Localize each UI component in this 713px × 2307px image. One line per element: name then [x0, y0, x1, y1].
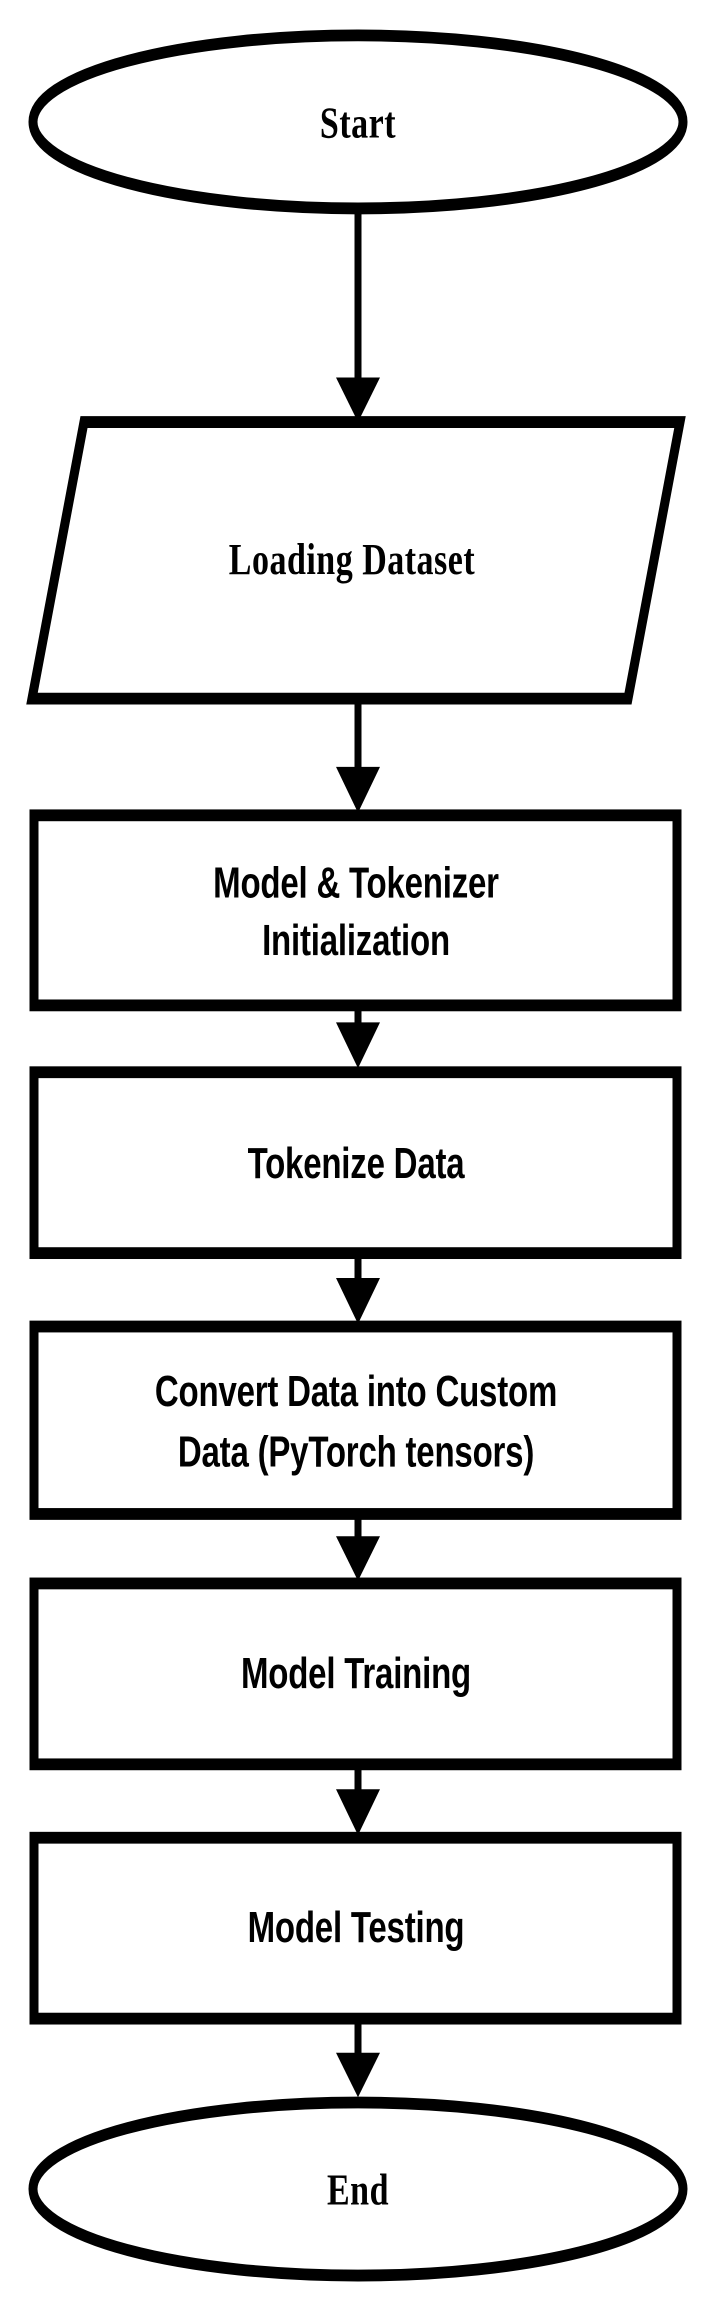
arrowhead-icon [336, 2052, 380, 2098]
model-testing-label: Model Testing [248, 1904, 465, 1952]
convert-data-label-line2: Data (PyTorch tensors) [178, 1428, 534, 1476]
arrowhead-icon [336, 766, 380, 813]
model-training-label: Model Training [241, 1650, 471, 1698]
node-start[interactable]: Start [28, 29, 688, 215]
arrowhead-icon [336, 1536, 380, 1581]
edge-model-testing-to-end [336, 2018, 380, 2098]
edge-tokenize-data-to-convert-data [336, 1253, 380, 1324]
arrowhead-icon [336, 1022, 380, 1069]
edge-model-tokenizer-initialization-to-tokenize-data [336, 1005, 380, 1069]
node-loading-dataset[interactable]: Loading Dataset [26, 416, 686, 705]
arrowhead-icon [336, 1278, 380, 1324]
node-convert-data[interactable]: Convert Data into Custom Data (PyTorch t… [29, 1320, 682, 1520]
node-tokenize-data[interactable]: Tokenize Data [29, 1066, 682, 1260]
model-tokenizer-initialization-rect-shape [29, 809, 682, 1012]
convert-data-rect-shape [29, 1320, 682, 1520]
edge-model-training-to-model-testing [336, 1764, 380, 1836]
edge-convert-data-to-model-training [336, 1513, 380, 1581]
arrowhead-icon [336, 377, 380, 423]
node-model-training[interactable]: Model Training [29, 1577, 682, 1771]
node-model-tokenizer-initialization[interactable]: Model & Tokenizer Initialization [29, 809, 682, 1012]
node-model-testing[interactable]: Model Testing [29, 1831, 682, 2025]
edge-loading-dataset-to-model-tokenizer-initialization [336, 698, 380, 813]
loading-dataset-label: Loading Dataset [229, 535, 476, 584]
model-training-rect-shape [29, 1577, 682, 1771]
start-label: Start [320, 98, 396, 147]
tokenize-data-label: Tokenize Data [248, 1140, 466, 1188]
end-label: End [327, 2165, 389, 2214]
model-tokenizer-initialization-label-line2: Initialization [262, 917, 450, 965]
convert-data-label-line1: Convert Data into Custom [155, 1368, 557, 1416]
arrowhead-icon [336, 1789, 380, 1836]
edge-start-to-loading-dataset [336, 207, 380, 423]
model-tokenizer-initialization-label-line1: Model & Tokenizer [213, 859, 499, 907]
end-ellipse-shape [28, 2096, 688, 2282]
node-end[interactable]: End [28, 2096, 688, 2282]
loading-dataset-parallelogram-shape [26, 416, 686, 705]
